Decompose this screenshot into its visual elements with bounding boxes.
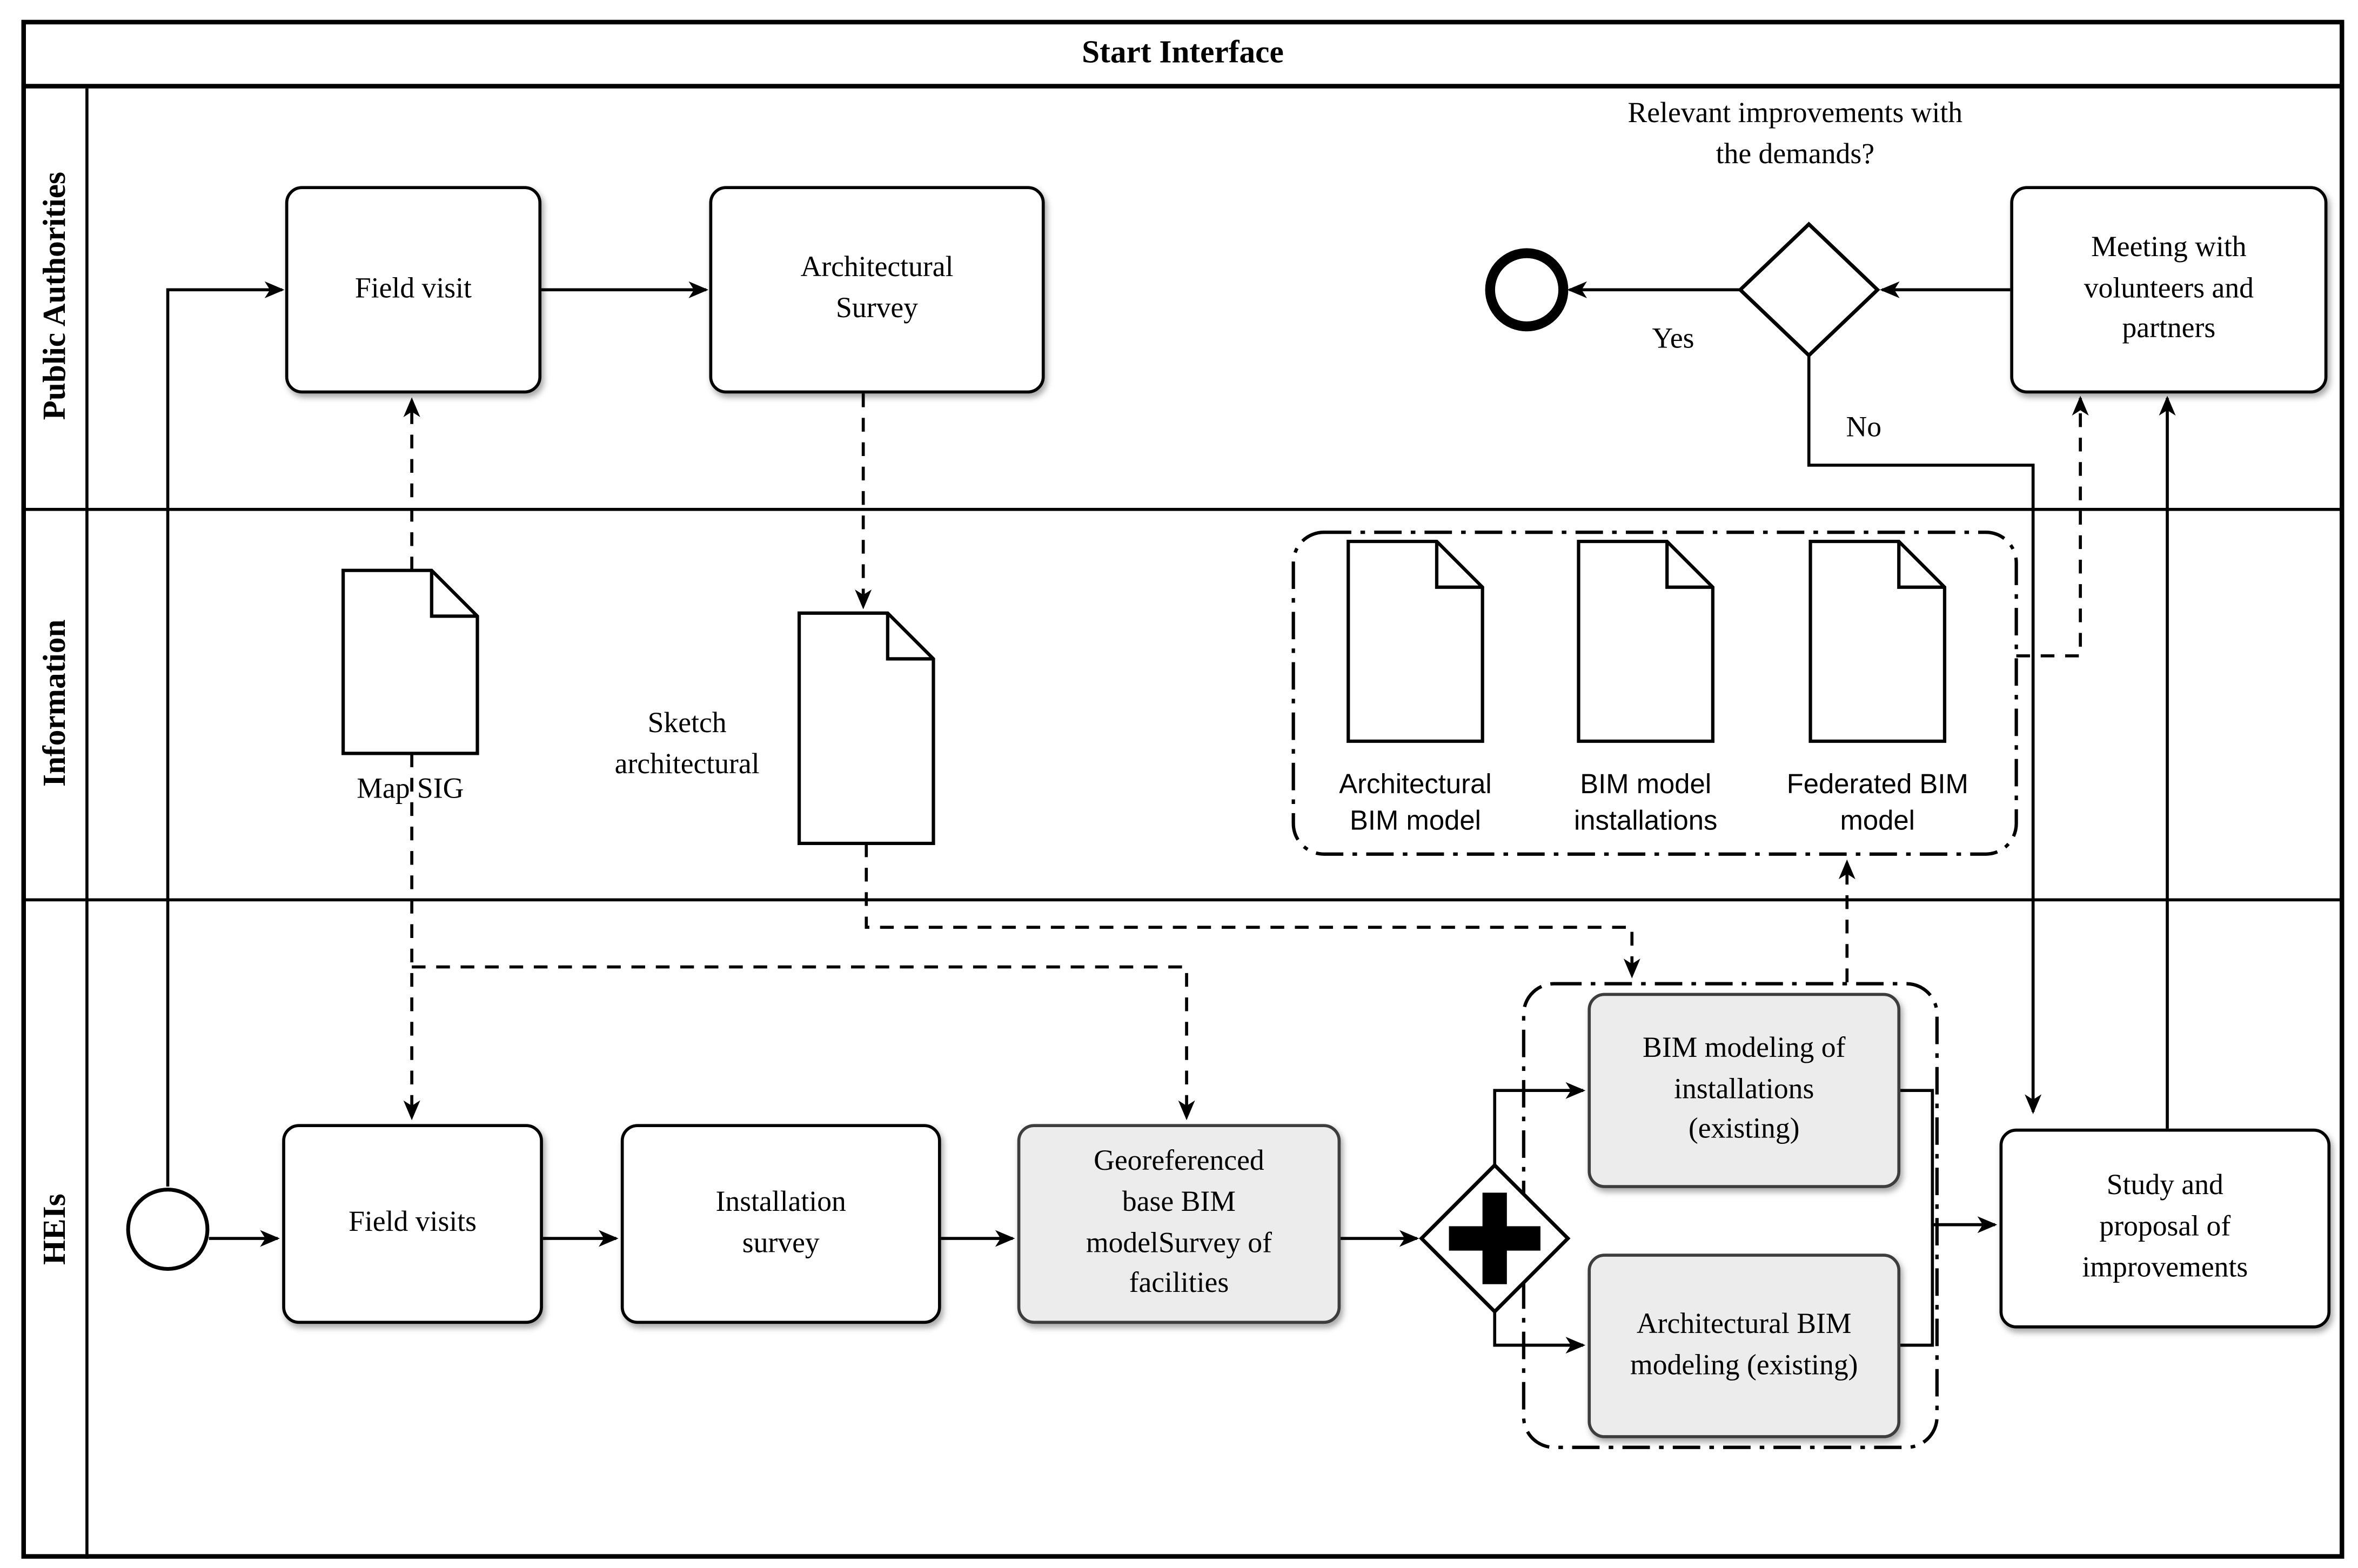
task-label: Field visit: [354, 272, 472, 305]
flow-start-to-field-visit: [166, 281, 285, 1187]
flow-gateway-no-to-study: [1807, 355, 2042, 1114]
task-study-proposal[interactable]: Study and proposal of improvements: [1999, 1128, 2331, 1329]
parallel-gateway-plus-icon: [1482, 1192, 1507, 1284]
map-sig-label: Map SIG: [357, 773, 464, 806]
lane-divider-1: [21, 507, 2344, 511]
flow-merge-to-study: [1900, 1089, 1998, 1234]
task-meeting-volunteers[interactable]: Meeting with volunteers and partners: [2010, 186, 2328, 394]
task-label: Architectural Survey: [800, 251, 954, 325]
document-architectural-bim-model[interactable]: [1347, 539, 1484, 743]
task-label: Field visits: [349, 1206, 477, 1239]
task-field-visit[interactable]: Field visit: [285, 186, 542, 394]
federated-bim-model-label: Federated BIM model: [1786, 768, 1968, 836]
task-bim-modeling-installations[interactable]: BIM modeling of installations (existing): [1587, 993, 1901, 1188]
start-event[interactable]: [126, 1188, 210, 1271]
group-bim-modeling[interactable]: [1522, 982, 1939, 1449]
lane-divider-2: [21, 898, 2344, 902]
pool-border: [21, 19, 2344, 1559]
bim-model-installations-label: BIM model installations: [1573, 768, 1718, 836]
task-architectural-survey[interactable]: Architectural Survey: [709, 186, 1045, 394]
assoc-sketch-to-modeling-group: [865, 843, 1640, 979]
exclusive-gateway[interactable]: [1737, 222, 1880, 358]
task-georeferenced-bim-model[interactable]: Georeferenced base BIM modelSurvey of fa…: [1017, 1124, 1341, 1324]
flow-arch-bim-merge: [1900, 1224, 1934, 1347]
task-label: Meeting with volunteers and partners: [2084, 231, 2254, 346]
pool-title: Start Interface: [21, 20, 2344, 89]
task-label: Architectural BIM modeling (existing): [1630, 1308, 1858, 1381]
task-architectural-bim-modeling[interactable]: Architectural BIM modeling (existing): [1587, 1254, 1901, 1438]
task-label: Georeferenced base BIM modelSurvey of fa…: [1086, 1144, 1272, 1301]
document-fold-icon: [886, 613, 934, 661]
task-installation-survey[interactable]: Installation survey: [620, 1124, 941, 1324]
flow-gateway-to-arch-bim: [1493, 1308, 1586, 1354]
task-label: Study and proposal of improvements: [2082, 1170, 2248, 1284]
flow-gateway-to-bim-installations: [1493, 1082, 1586, 1169]
task-label: Installation survey: [715, 1185, 846, 1259]
lane-label-column: [22, 88, 89, 1559]
document-sketch[interactable]: [797, 611, 935, 846]
yes-label: Yes: [1652, 323, 1694, 356]
task-label: BIM modeling of installations (existing): [1643, 1031, 1846, 1147]
document-fold-icon: [1665, 541, 1713, 589]
document-fold-icon: [1435, 541, 1483, 589]
no-label: No: [1846, 412, 1882, 444]
document-fold-icon: [1897, 541, 1945, 589]
group-bim-models[interactable]: [1291, 531, 2018, 856]
architectural-bim-model-label: Architectural BIM model: [1339, 768, 1492, 836]
document-federated-bim-model[interactable]: [1808, 539, 1947, 743]
document-bim-model-installations[interactable]: [1577, 539, 1714, 743]
end-event[interactable]: [1485, 248, 1569, 332]
gateway-question-label: Relevant improvements with the demands?: [1627, 97, 1963, 170]
sketch-architectural-label: Sketch architectural: [614, 707, 760, 781]
document-fold-icon: [430, 570, 478, 618]
task-field-visits[interactable]: Field visits: [282, 1124, 543, 1324]
